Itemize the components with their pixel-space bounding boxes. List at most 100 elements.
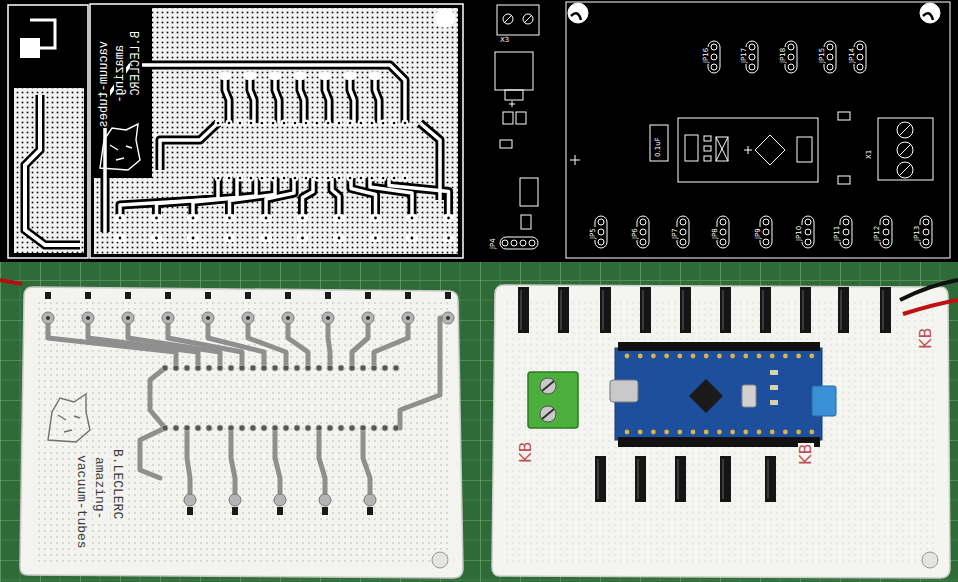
reset-button: [812, 386, 836, 416]
led-outline: [704, 156, 711, 161]
solder-joint: [319, 494, 331, 506]
pad-hole: [404, 177, 407, 180]
copper-artwork: [0, 0, 478, 262]
black-wire: [900, 280, 958, 300]
header-hole: [294, 365, 300, 371]
pad-hole: [393, 122, 396, 125]
header-pad: [336, 175, 343, 182]
header-hole: [371, 425, 377, 431]
trace-under: [266, 178, 294, 218]
screw-slot: [899, 144, 911, 156]
pad-hole: [265, 237, 268, 240]
connector-pad: [114, 214, 126, 222]
pin-solder: [664, 430, 669, 435]
pad-hole: [192, 237, 195, 240]
header-pin: [640, 229, 646, 235]
connector-pad: [443, 214, 455, 222]
mounting-hole: [432, 552, 448, 568]
capacitor-outline: [650, 125, 668, 161]
pad-hole: [119, 217, 122, 220]
pin-solder: [638, 430, 643, 435]
connector-pad: [151, 234, 163, 242]
pin-solder: [770, 354, 775, 359]
header-pin: [749, 54, 755, 60]
pin-tip: [446, 316, 450, 320]
header-label: JP17: [741, 47, 748, 64]
small-trace: [25, 95, 80, 245]
header-label: JP8: [712, 227, 719, 240]
cat-detail: [58, 415, 80, 432]
resistor-outline: [838, 112, 850, 120]
header-hole: [360, 365, 366, 371]
pad-hole: [239, 122, 242, 125]
pad-hole: [371, 177, 374, 180]
header-hole: [382, 425, 388, 431]
crystal-mark: [716, 137, 728, 161]
header-shine: [642, 290, 644, 330]
header-pin: [749, 44, 755, 50]
trace-under: [332, 178, 339, 218]
header-pad: [347, 175, 354, 182]
header-pad: [325, 120, 332, 127]
artwork-ground: [0, 0, 478, 262]
copper-trace: [275, 76, 279, 123]
header-hole: [195, 365, 201, 371]
header-pin: [598, 229, 604, 235]
main-board-grid: [152, 8, 458, 254]
header-pin: [883, 229, 889, 235]
header-pad: [369, 120, 376, 127]
pin-header: [800, 287, 811, 333]
header-pin: [85, 292, 91, 299]
screw-slot: [899, 164, 911, 176]
artwork-text: B.LECLERC: [130, 30, 142, 97]
board-text: vacuum-tubes: [75, 454, 88, 550]
board: [20, 287, 463, 578]
screw-slot: [542, 409, 554, 419]
header-pin: [763, 239, 769, 245]
small-board-outline: [8, 5, 88, 258]
pad-hole: [360, 177, 363, 180]
pin-solder: [691, 430, 696, 435]
terminal-outline: [497, 5, 539, 35]
header-pin: [640, 239, 646, 245]
copper-trace: [328, 318, 330, 368]
connector-pad: [187, 234, 199, 242]
pad-hole: [338, 237, 341, 240]
header-label: JP7: [672, 227, 679, 240]
header-pin: [680, 229, 686, 235]
copper-trace: [275, 428, 280, 497]
pad-hole: [338, 177, 341, 180]
trace-under: [303, 178, 314, 218]
header-pin: [923, 229, 929, 235]
resistor-outline: [838, 176, 850, 184]
pin-header: [760, 287, 771, 333]
header-pin: [680, 219, 686, 225]
nano-outline: [678, 118, 818, 182]
pin-solder: [743, 430, 748, 435]
copper-trace: [374, 318, 408, 368]
component-side-photo: [478, 262, 958, 582]
header-pin: [857, 44, 863, 50]
header-hole: [327, 365, 333, 371]
solder-joint: [274, 494, 286, 506]
header-pad: [270, 175, 277, 182]
header-pad: [391, 175, 398, 182]
board-text: amazing-: [93, 456, 106, 520]
header-pad: [259, 120, 266, 127]
connector-pad: [297, 234, 309, 242]
header-pin: [45, 292, 51, 299]
board-text: B.LECLERC: [111, 448, 124, 520]
header-hole: [338, 365, 344, 371]
header-hole: [338, 425, 344, 431]
connector-pad: [443, 234, 455, 242]
header-pin: [749, 64, 755, 70]
pad-hole: [382, 177, 385, 180]
crystal-outline: [716, 137, 728, 161]
header-pad: [314, 175, 321, 182]
trace-under: [325, 76, 329, 123]
header-pad: [292, 175, 299, 182]
artwork-text: amazing-: [114, 44, 126, 104]
screw-symbol: [897, 122, 913, 138]
mounting-hole-mark: [923, 13, 933, 20]
